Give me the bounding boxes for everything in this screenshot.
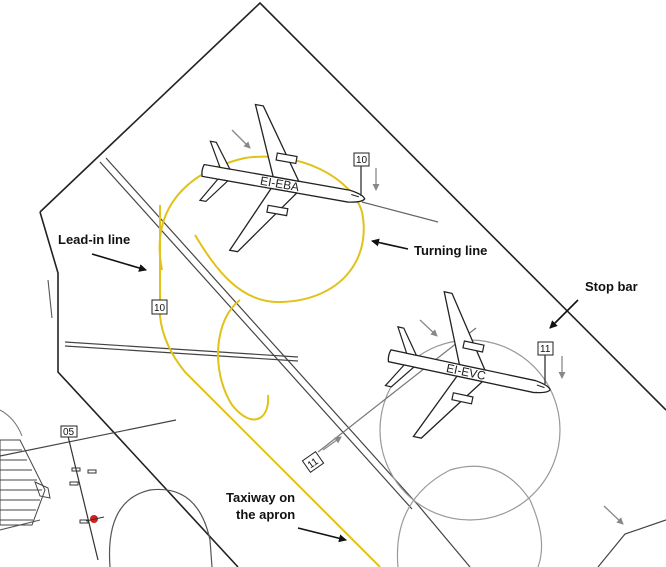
far-right-edge <box>597 519 666 567</box>
annotation-arrows <box>91 238 579 543</box>
lead-in-arrow <box>91 253 147 272</box>
stand-number: 10 <box>154 303 166 314</box>
stop-bar-label: Stop bar <box>585 279 638 294</box>
taxiway-lines <box>0 157 666 567</box>
aircraft-ei-eba: EI-EBA <box>188 96 379 273</box>
aircraft-ei-evc: EI-EVC <box>372 282 567 463</box>
apron-edge-lines <box>39 1 666 567</box>
turning-line-upper <box>158 155 365 304</box>
stand-number: 10 <box>356 155 368 166</box>
aircraft-registration: EI-EBA <box>259 174 300 195</box>
stand-marker-11-top: 11 <box>537 341 554 384</box>
stop-bar-arrow <box>549 299 579 329</box>
direction-arrows <box>231 129 624 525</box>
stop-line-stand-10 <box>361 201 439 223</box>
lead-in-line-label: Lead-in line <box>58 232 130 247</box>
stand-11-stop-line <box>317 327 477 453</box>
stand-marker-10-lead: 10 <box>151 299 168 315</box>
turning-line-label: Turning line <box>414 243 487 258</box>
arrow-icon <box>231 129 251 149</box>
taxiway-label-line1: Taxiway on <box>226 490 295 505</box>
apron-rear-line-2 <box>99 161 413 510</box>
stand-number: 11 <box>540 344 551 355</box>
turning-line-arrow <box>371 238 409 250</box>
stand-marker-11-lead: 11 <box>301 450 325 474</box>
arrow-icon <box>603 505 624 525</box>
turning-line-lower <box>217 299 270 421</box>
taxiway-curve-lower <box>108 488 213 567</box>
terminal-building <box>0 439 51 526</box>
stand-05-area: 05 <box>60 425 105 561</box>
taxiway-arrow <box>297 527 347 543</box>
stand-marker-10-top: 10 <box>353 152 370 196</box>
crossing-line <box>64 341 299 358</box>
apron-boundary-top <box>39 1 666 411</box>
lower-left-edge <box>0 419 177 457</box>
arrow-icon <box>322 436 342 451</box>
lower-right-edge <box>417 504 471 567</box>
stand-number: 05 <box>63 427 75 438</box>
apron-boundary-left <box>39 211 239 567</box>
taxiway-label-line2: the apron <box>236 507 295 522</box>
apron-rear-line <box>105 157 419 506</box>
lead-in-line <box>158 155 381 567</box>
arrow-icon <box>419 319 438 337</box>
crossing-line-2 <box>64 345 299 362</box>
